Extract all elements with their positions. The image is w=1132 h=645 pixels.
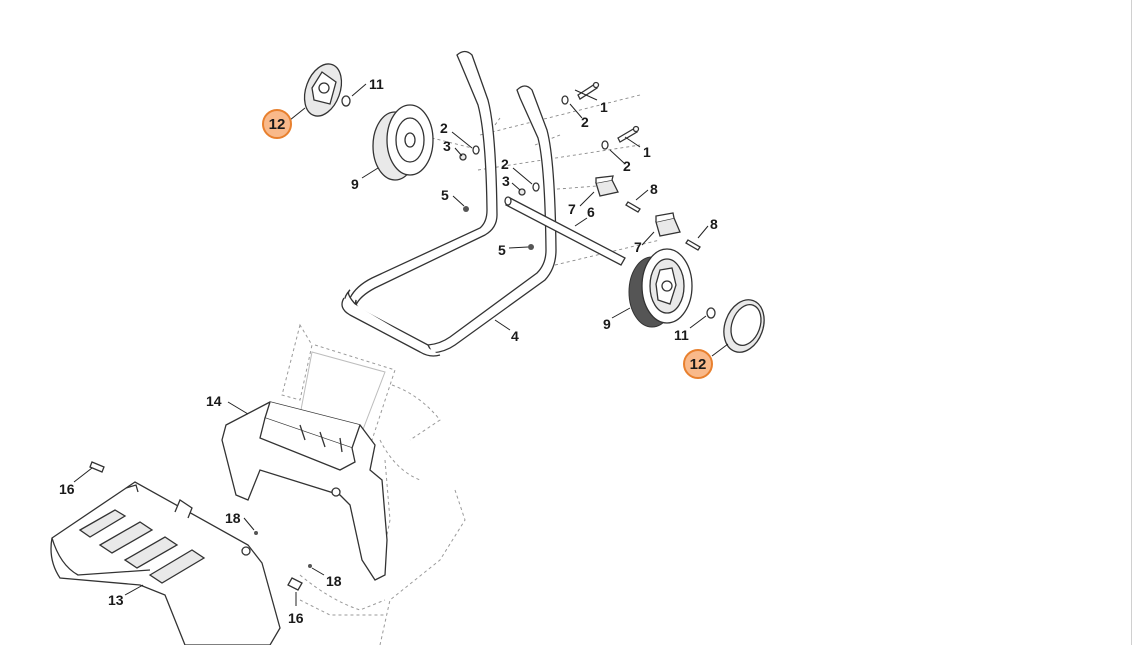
callout-1-b: 1 [643, 144, 651, 160]
frame-left-upright [349, 50, 498, 307]
callout-18-a: 18 [225, 510, 241, 526]
washer-c [472, 145, 480, 155]
callout-2-b: 2 [501, 156, 509, 172]
callout-2-d: 2 [623, 158, 631, 174]
callout-2-a: 2 [440, 120, 448, 136]
washer-d [532, 182, 540, 192]
callout-7-b: 7 [634, 239, 642, 255]
callout-1-a: 1 [600, 99, 608, 115]
clip-left [341, 95, 351, 107]
fasteners-lower [89, 461, 312, 591]
axle [505, 197, 626, 266]
callout-8-b: 8 [710, 216, 718, 232]
deflector-flap [50, 481, 281, 645]
callout-4: 4 [511, 328, 519, 344]
callout-5-a: 5 [441, 187, 449, 203]
washer-b [601, 140, 609, 150]
callout-labels: 11 12 2 3 9 5 2 3 5 1 2 1 2 8 7 6 8 7 9 … [59, 76, 718, 626]
callout-8-a: 8 [650, 181, 658, 197]
callout-2-c: 2 [581, 114, 589, 130]
callout-3-a: 3 [443, 138, 451, 154]
callout-12-left-highlight[interactable] [262, 109, 292, 139]
callout-9-left: 9 [351, 176, 359, 192]
wheel-cap-right [706, 299, 765, 353]
callout-18-b: 18 [326, 573, 342, 589]
callout-11-right: 11 [674, 327, 689, 343]
washer-a [561, 95, 569, 105]
callout-13: 13 [108, 592, 124, 608]
bracket-upper [595, 179, 619, 197]
callout-5-b: 5 [498, 242, 506, 258]
callout-16-a: 16 [59, 481, 75, 497]
wheel-left [372, 104, 434, 181]
callout-16-b: 16 [288, 610, 304, 626]
bolt-lower [617, 127, 638, 143]
frame-assembly [341, 50, 701, 357]
discharge-chute [221, 401, 388, 581]
callout-12-right: 12 [690, 356, 707, 373]
leader-lines [73, 83, 729, 606]
callout-3-b: 3 [502, 173, 510, 189]
callout-12-right-highlight[interactable] [683, 349, 713, 379]
frame-right-upright [426, 85, 557, 354]
callout-12-left: 12 [269, 116, 286, 133]
clip-right [706, 307, 716, 319]
callout-7-a: 7 [568, 201, 576, 217]
callout-11-left: 11 [369, 76, 384, 92]
callout-14: 14 [206, 393, 222, 409]
callout-9-right: 9 [603, 316, 611, 332]
callout-6: 6 [587, 204, 595, 220]
wheel-right [628, 248, 693, 328]
wheel-cap-left [303, 63, 351, 117]
bolt-upper [577, 83, 598, 100]
